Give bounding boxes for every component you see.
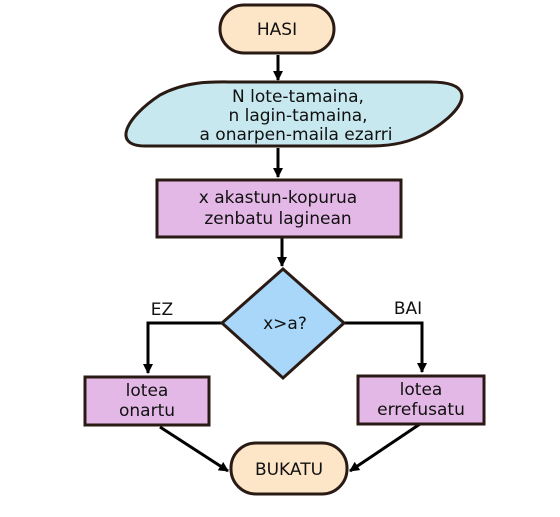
reject-node-line-1: lotea bbox=[400, 380, 443, 400]
decision-node-label: x>a? bbox=[263, 314, 307, 334]
count-node-line-1: x akastun-kopurua bbox=[199, 188, 357, 208]
input-node-line-2: n lagin-tamaina, bbox=[228, 106, 367, 126]
connectors bbox=[143, 55, 427, 473]
arrow-reject-to-end bbox=[349, 422, 421, 473]
input-node-line-1: N lote-tamaina, bbox=[232, 87, 364, 107]
arrow-decision-to-accept bbox=[143, 321, 222, 374]
input-node: N lote-tamaina, n lagin-tamaina, a onarp… bbox=[124, 80, 464, 148]
accept-node-line-1: lotea bbox=[126, 381, 169, 401]
count-node-line-2: zenbatu laginean bbox=[204, 209, 351, 229]
accept-node: lotea onartu bbox=[83, 375, 211, 427]
decision-node: x>a? bbox=[219, 266, 347, 381]
reject-node-line-2: errefusatu bbox=[377, 400, 465, 420]
edge-label-no: EZ bbox=[151, 300, 173, 320]
arrow-accept-to-end bbox=[159, 425, 229, 473]
arrow-decision-to-reject bbox=[344, 321, 427, 373]
edge-label-yes: BAI bbox=[394, 299, 422, 319]
input-node-line-3: a onarpen-maila ezarri bbox=[199, 125, 392, 145]
end-node-label: BUKATU bbox=[255, 460, 323, 480]
start-node: HASI bbox=[218, 3, 336, 55]
reject-node: lotea errefusatu bbox=[356, 374, 486, 426]
end-node: BUKATU bbox=[229, 441, 349, 496]
accept-node-line-2: onartu bbox=[119, 401, 175, 421]
count-node: x akastun-kopurua zenbatu laginean bbox=[155, 178, 403, 239]
start-node-label: HASI bbox=[257, 20, 297, 40]
